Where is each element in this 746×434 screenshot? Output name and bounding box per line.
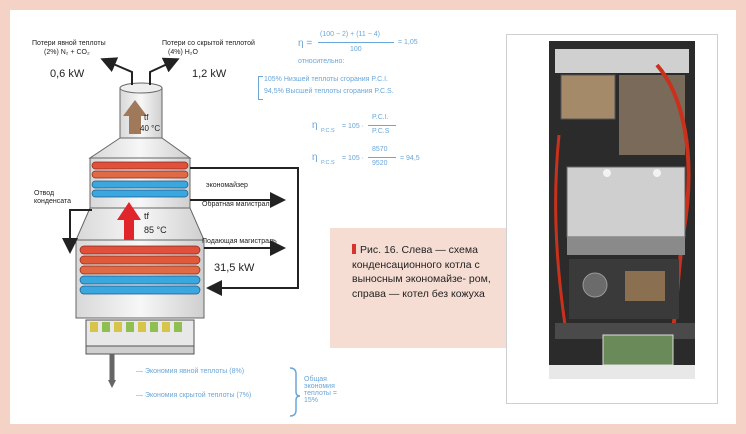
figure-caption: Рис. 16. Слева — схема конденсационного … <box>352 243 502 301</box>
flue-pipe-top <box>119 82 163 94</box>
tf-top-temp: 40 °C <box>140 124 161 133</box>
formula3-result: = 94,5 <box>400 155 420 162</box>
fan-housing <box>560 74 616 120</box>
formula2-numerator: P.C.I. <box>372 114 389 121</box>
tf-mid-temp: 85 °C <box>144 225 167 235</box>
flue-gas-arrow-top <box>123 100 147 134</box>
formula3-fraction-bar <box>368 157 396 158</box>
formula1-result: = 1,05 <box>398 39 418 46</box>
pci-line: 105% Низшей теплоты сгорания P.C.I. <box>264 76 388 83</box>
boiler-photo <box>549 41 695 379</box>
exhaust-arrow-right <box>149 57 180 85</box>
main-cone <box>75 207 205 241</box>
caption-text: Рис. 16. Слева — схема конденсационного … <box>352 244 491 300</box>
boiler-diagram <box>62 57 301 417</box>
return-line-label: Обратная магистраль <box>202 201 274 208</box>
formula2-eq: = 105 · <box>342 123 364 130</box>
burner-flames <box>90 322 182 332</box>
formula2-fraction-bar <box>368 125 396 126</box>
formula1-numerator: (100 − 2) + (11 − 4) <box>320 31 380 38</box>
formula3-eq: = 105 · <box>342 155 364 162</box>
condensate-label: Отвод конденсата <box>34 190 72 205</box>
caption-box <box>330 228 506 348</box>
transition-cone <box>88 137 192 159</box>
pump <box>582 272 608 298</box>
gas-inlet-arrow <box>108 380 116 388</box>
formula1-denominator: 100 <box>350 46 362 53</box>
formula3-denominator: 9520 <box>372 160 388 167</box>
pci-brace <box>258 76 263 100</box>
formula1-lhs: η = <box>298 38 313 49</box>
loss-hidden-value: 1,2 kW <box>192 68 227 80</box>
boiler-photo-frame <box>506 34 718 404</box>
saving-hidden: — Экономия скрытой теплоты (7%) <box>136 392 252 399</box>
formula1-fraction-bar <box>318 42 394 43</box>
loss-visible-label: Потери явной теплоты <box>32 40 106 47</box>
heat-exchanger-coils <box>79 245 201 295</box>
formula2-sub: P.C.S <box>321 128 335 134</box>
saving-visible: — Экономия явной теплоты (8%) <box>136 368 245 375</box>
loss-hidden-label: Потери со скрытой теплотой <box>162 40 255 47</box>
saving-total: Общая экономия теплоты = 15% <box>304 376 337 404</box>
return-loop <box>190 167 299 296</box>
formula3-sub: P.C.S <box>321 160 335 166</box>
tf-top-label: tf <box>144 113 149 122</box>
formula2-denominator: P.C.S <box>372 128 390 135</box>
heat-exchanger-block <box>566 166 686 238</box>
loss-visible-value: 0,6 kW <box>50 68 85 80</box>
tf-mid-label: tf <box>144 211 150 221</box>
control-board <box>602 334 674 366</box>
caption-marker <box>352 244 356 254</box>
flue-gas-arrow-mid <box>117 202 141 240</box>
economizer-label: экономайзер <box>206 182 248 189</box>
formula3-lhs: η <box>312 152 318 163</box>
economizer-coils <box>91 161 189 198</box>
condensate-pipe <box>62 209 92 254</box>
burner-base <box>85 345 195 355</box>
pcs-line: 94,5% Высшей теплоты сгорания P.C.S. <box>264 88 394 95</box>
savings-bracket <box>289 367 301 417</box>
formula2-lhs: η <box>312 120 318 131</box>
loss-hidden-formula: (4%) H₂O <box>168 49 198 56</box>
exhaust-arrow-left <box>100 57 133 85</box>
formula3-numerator: 8570 <box>372 146 388 153</box>
power-value: 31,5 kW <box>214 262 255 274</box>
relative-label: относительно: <box>298 58 345 65</box>
supply-line-label: Подающая магистраль <box>202 238 277 245</box>
loss-visible-formula: (2%) N₂ + CO₂ <box>44 49 90 56</box>
